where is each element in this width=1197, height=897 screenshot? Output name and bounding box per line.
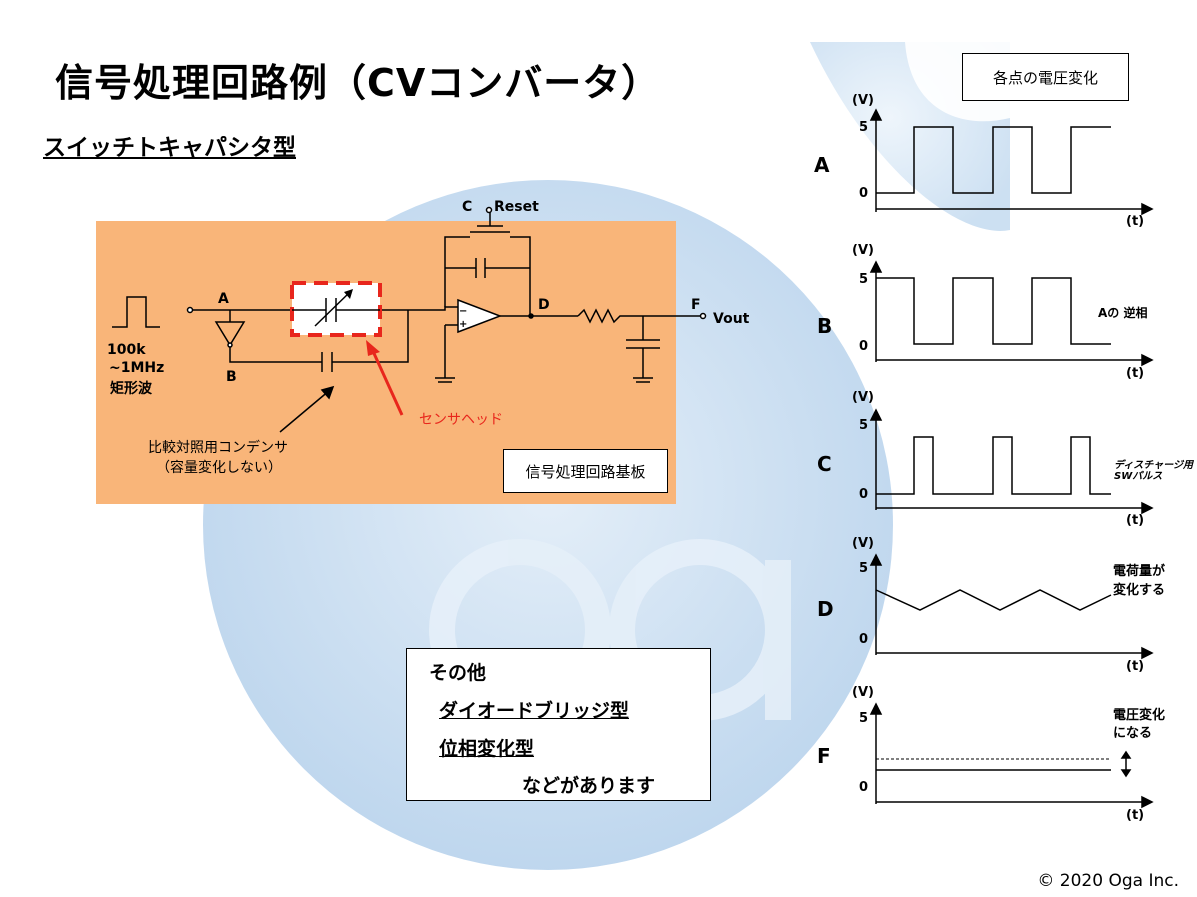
node-a-label: A [218,291,229,307]
waveform-b-tick-0: 0 [859,339,869,354]
other-types-closing: などがあります [522,775,656,797]
waveform-panel-title: 各点の電圧変化 [962,53,1129,101]
waveform-c-note-line-2: SWパルス [1114,471,1163,482]
node-f-label: F [691,297,701,313]
waveform-a-v-unit: (V) [852,93,874,108]
waveform-a-trace [876,126,1111,194]
waveform-f-note-line-2: になる [1113,726,1153,741]
reference-capacitor-label: 比較対照用コンデンサ [148,440,288,456]
copyright-notice: © 2020 Oga Inc. [1037,871,1179,891]
svg-text:+: + [459,319,467,330]
waveform-c-v-unit: (V) [852,390,874,405]
waveform-d-t-unit: (t) [1126,659,1145,674]
waveform-a-tick-0: 0 [859,186,869,201]
svg-text:−: − [459,306,467,317]
waveform-a-label: A [814,153,830,177]
reference-capacitor-note: （容量変化しない） [156,460,282,476]
reset-label: Reset [494,199,539,215]
waveform-f-t-unit: (t) [1126,808,1145,823]
other-type-phase-change: 位相変化型 [439,738,535,760]
board-label: 信号処理回路基板 [503,449,668,493]
source-frequency-low: 100k [107,342,146,358]
waveform-c-tick-0: 0 [859,487,869,502]
other-type-diode-bridge: ダイオードブリッジ型 [439,700,630,722]
page-subtitle: スイッチトキャパシタ型 [43,135,296,161]
vout-label: Vout [713,311,750,327]
waveform-b-t-unit: (t) [1126,366,1145,381]
waveform-f-note-line-1: 電圧変化 [1113,708,1166,723]
waveform-f-tick-5: 5 [859,711,869,726]
page-title: 信号処理回路例（CVコンバータ） [55,61,661,105]
waveform-d-note-line-1: 電荷量が [1113,564,1166,579]
waveform-c-label: C [817,452,832,476]
waveform-d-trace [875,589,1112,611]
waveform-b-trace [876,277,1111,345]
reset-node-label: C [462,199,473,215]
waveform-f-label: F [817,744,831,768]
waveform-d-label: D [817,597,834,621]
waveform-c-trace [876,436,1111,495]
waveform-d-v-unit: (V) [852,536,874,551]
waveform-a-t-unit: (t) [1126,214,1145,229]
waveform-b-v-unit: (V) [852,243,874,258]
node-d-label: D [538,297,550,313]
waveform-c-note-line-1: ディスチャージ用 [1114,460,1193,471]
waveform-d-tick-5: 5 [859,561,869,576]
waveform-f-tick-0: 0 [859,780,869,795]
waveform-a-tick-5: 5 [859,120,869,135]
node-b-label: B [226,369,237,385]
waveform-b-note: Aの 逆相 [1098,306,1148,320]
waveform-c-t-unit: (t) [1126,513,1145,528]
waveform-d-note-line-2: 変化する [1113,583,1166,598]
source-frequency-high: ~1MHz [109,360,165,376]
waveform-c-tick-5: 5 [859,418,869,433]
other-types-heading: その他 [429,662,487,684]
sensor-head-label: センサヘッド [419,412,503,428]
waveform-d-tick-0: 0 [859,632,869,647]
source-waveform-kind: 矩形波 [110,381,152,397]
waveform-b-label: B [817,314,833,338]
other-types-box: その他 ダイオードブリッジ型 位相変化型 などがあります [406,648,711,801]
waveform-f-v-unit: (V) [852,685,874,700]
waveform-b-tick-5: 5 [859,272,869,287]
